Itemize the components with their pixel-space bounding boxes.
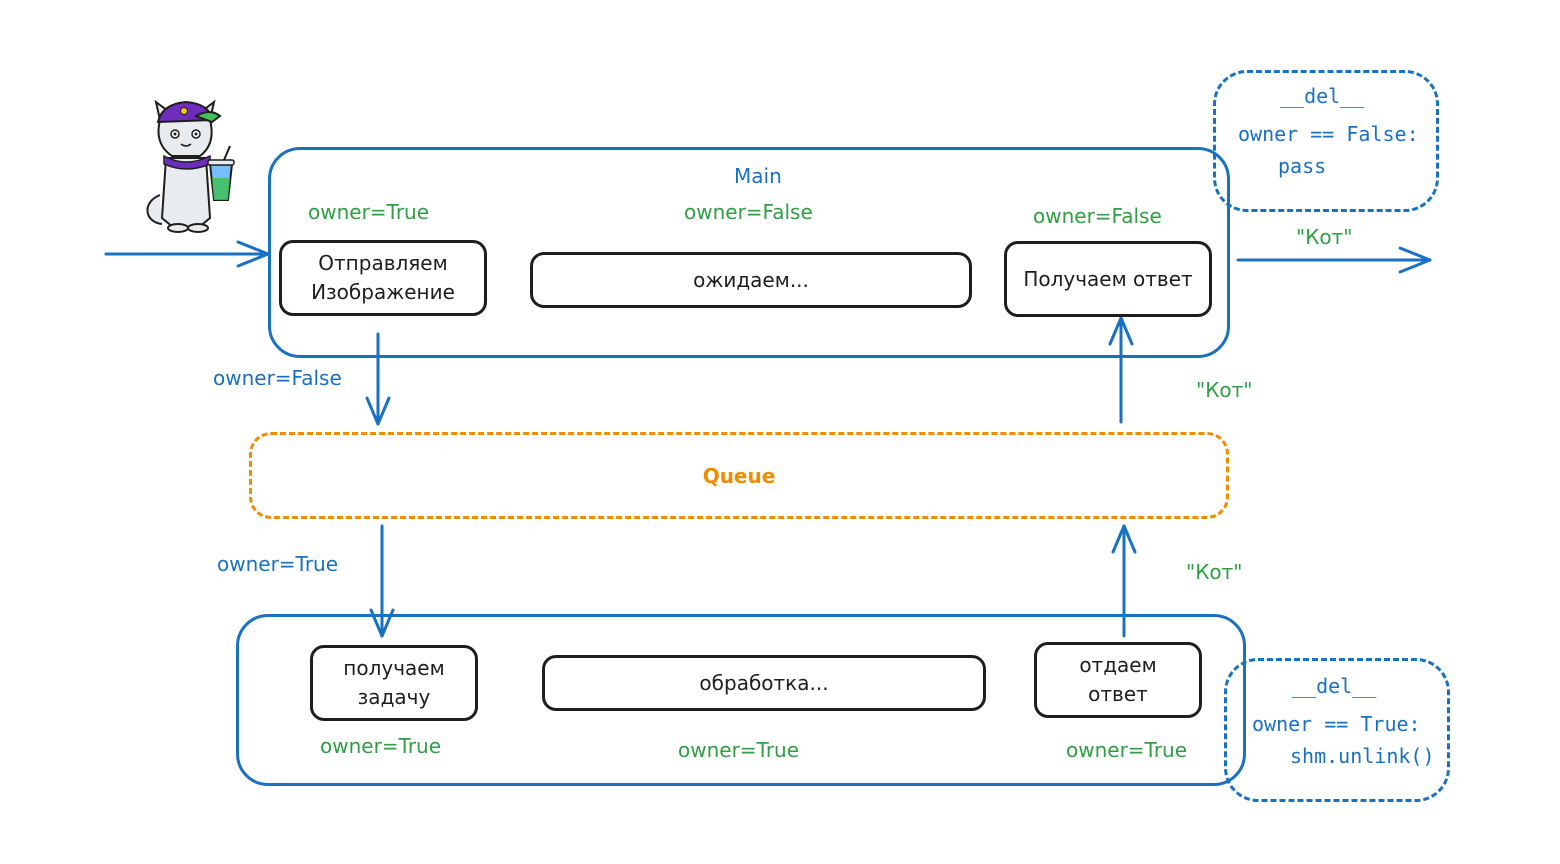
waiting-label: ожидаем...: [693, 267, 809, 292]
receive-answer-label: Получаем ответ: [1023, 266, 1193, 291]
processing-box: обработка...: [542, 655, 986, 711]
queue-to-main-arrow: [1108, 316, 1134, 424]
main-to-queue-arrow: [365, 332, 391, 426]
send-image-box: Отправляем Изображение: [279, 240, 487, 316]
del-main-box: [1213, 70, 1439, 212]
input-arrow: [104, 240, 270, 268]
output-arrow: [1236, 246, 1432, 274]
del-worker-line2: shm.unlink(): [1290, 744, 1435, 768]
send-image-label: Отправляем Изображение: [311, 251, 455, 304]
del-main-line1: owner == False:: [1238, 122, 1419, 146]
main-owner-right: owner=False: [1033, 204, 1162, 228]
worker-process-frame: [236, 614, 1246, 786]
del-worker-title: __del__: [1292, 674, 1377, 698]
waiting-box: ожидаем...: [530, 252, 972, 308]
receive-answer-box: Получаем ответ: [1004, 241, 1212, 317]
del-main-line2: pass: [1278, 154, 1327, 178]
main-owner-mid: owner=False: [684, 200, 813, 224]
worker-to-queue-label: "Кот": [1186, 560, 1243, 584]
queue-label: Queue: [702, 463, 776, 488]
main-process-frame: [268, 147, 1230, 358]
give-answer-label: отдаем ответ: [1079, 653, 1157, 706]
del-worker-line1: owner == True:: [1252, 712, 1421, 736]
queue-to-main-label: "Кот": [1196, 378, 1253, 402]
output-label: "Кот": [1296, 225, 1353, 249]
processing-label: обработка...: [699, 670, 829, 695]
queue-box: Queue: [249, 432, 1229, 519]
get-task-box: получаем задачу: [310, 645, 478, 721]
main-to-queue-label: owner=False: [213, 366, 342, 390]
give-answer-box: отдаем ответ: [1034, 642, 1202, 718]
worker-owner-left: owner=True: [320, 734, 442, 758]
queue-to-worker-label: owner=True: [217, 552, 339, 576]
queue-to-worker-arrow: [369, 524, 395, 638]
del-main-title: __del__: [1280, 84, 1365, 108]
cat-mascot-icon: [146, 99, 235, 233]
worker-to-queue-arrow: [1111, 524, 1137, 638]
del-worker-box: [1224, 658, 1450, 802]
get-task-label: получаем задачу: [343, 656, 445, 709]
main-owner-left: owner=True: [308, 200, 430, 224]
main-title: Main: [734, 164, 782, 188]
worker-owner-mid: owner=True: [678, 738, 800, 762]
worker-owner-right: owner=True: [1066, 738, 1188, 762]
